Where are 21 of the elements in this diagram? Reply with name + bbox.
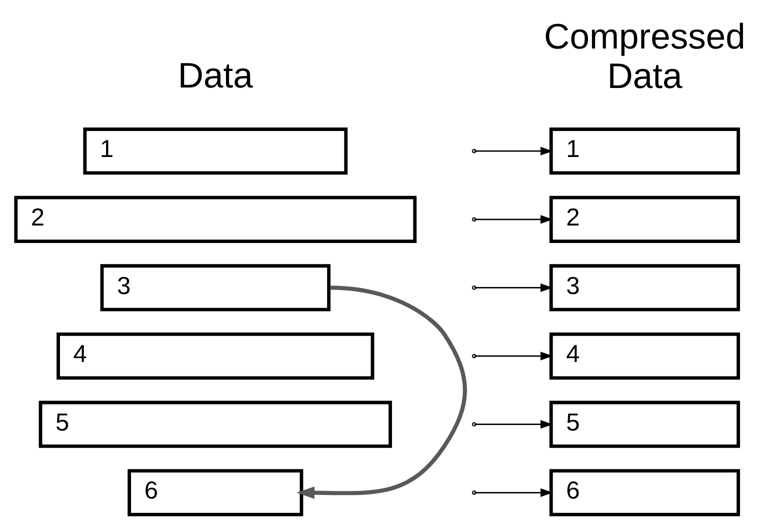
arrow <box>296 285 467 498</box>
node-box: 5 <box>549 400 740 448</box>
node-box: 2 <box>14 195 417 242</box>
label: Compressed Data <box>544 16 746 96</box>
node-box: 1 <box>83 127 348 174</box>
node-box: 6 <box>549 468 740 516</box>
node-box: 3 <box>549 264 740 311</box>
node-box: 6 <box>128 468 304 516</box>
node-box: 3 <box>100 264 331 311</box>
label: Data <box>178 54 253 95</box>
node-box: 1 <box>549 127 740 174</box>
node-box: 2 <box>549 195 740 242</box>
arrow <box>474 488 553 496</box>
arrow <box>474 420 553 428</box>
arrow <box>474 351 553 360</box>
arrow <box>474 282 553 292</box>
arrow <box>474 214 553 224</box>
node-box: 4 <box>56 332 374 380</box>
arrow <box>474 146 553 155</box>
node-box: 4 <box>549 332 740 380</box>
node-box: 5 <box>38 400 392 448</box>
